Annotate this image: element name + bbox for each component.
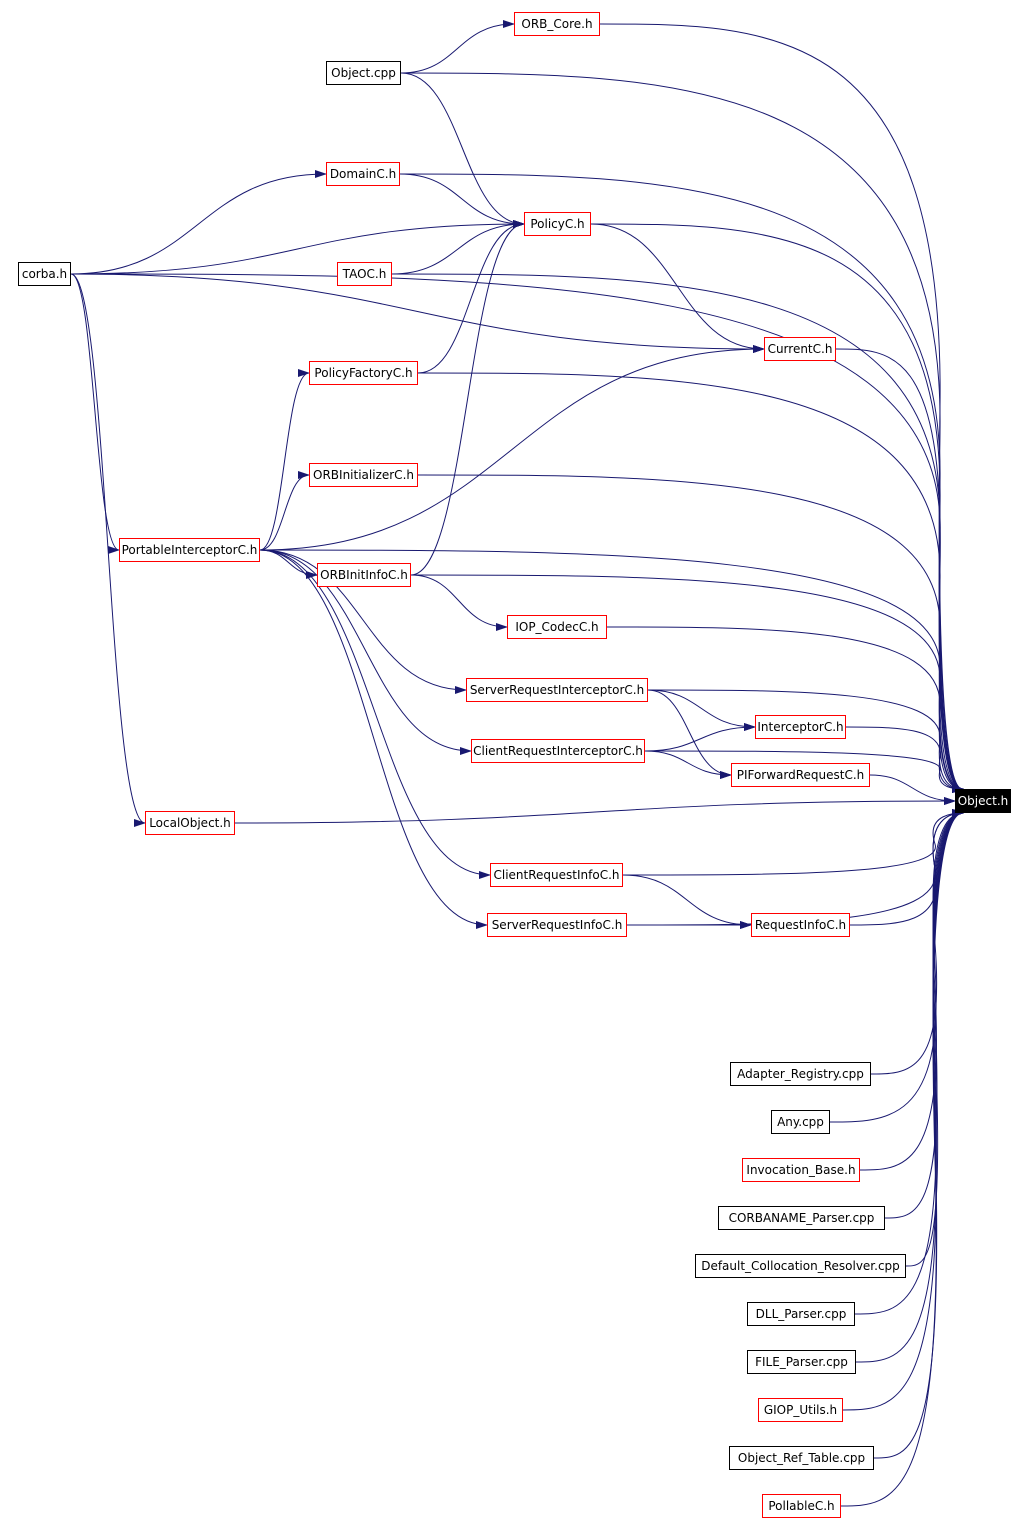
node-default-collocation-resolver-cpp[interactable]: Default_Collocation_Resolver.cpp bbox=[695, 1254, 906, 1278]
edge-object-cpp-to-orb-core-h bbox=[400, 20, 515, 74]
edge-portableinterceptorc-h-to-orbinitializerc-h bbox=[259, 471, 310, 551]
edge-portableinterceptorc-h-to-serverrequestinterceptorc-h bbox=[259, 549, 467, 694]
node-serverrequestinterceptorc-h[interactable]: ServerRequestInterceptorC.h bbox=[466, 678, 648, 702]
edge-invocation-base-h-to-object-h bbox=[859, 809, 964, 1171]
edge-object-ref-table-cpp-to-object-h bbox=[873, 809, 964, 1459]
node-iop-codecc-h[interactable]: IOP_CodecC.h bbox=[507, 615, 607, 639]
edge-orb-core-h-to-object-h bbox=[599, 23, 964, 793]
node-invocation-base-h[interactable]: Invocation_Base.h bbox=[742, 1158, 860, 1182]
edge-orbinitializerc-h-to-object-h bbox=[417, 474, 964, 793]
edge-portableinterceptorc-h-to-clientrequestinterceptorc-h bbox=[259, 549, 472, 755]
edge-corba-h-to-portableinterceptorc-h bbox=[70, 273, 120, 554]
edge-iop-codecc-h-to-object-h bbox=[606, 626, 964, 793]
edge-portableinterceptorc-h-to-currentc-h bbox=[259, 345, 765, 551]
edge-orbinitinfoc-h-to-iop-codecc-h bbox=[410, 574, 508, 631]
edge-serverrequestinfoc-h-to-object-h bbox=[626, 809, 964, 926]
node-file-parser-cpp[interactable]: FILE_Parser.cpp bbox=[747, 1350, 856, 1374]
node-object-cpp[interactable]: Object.cpp bbox=[326, 61, 401, 85]
node-localobject-h[interactable]: LocalObject.h bbox=[145, 811, 235, 835]
edge-adapter-registry-cpp-to-object-h bbox=[870, 809, 964, 1075]
edge-serverrequestinterceptorc-h-to-interceptorc-h bbox=[647, 689, 756, 731]
node-dll-parser-cpp[interactable]: DLL_Parser.cpp bbox=[747, 1302, 855, 1326]
edge-policyfactoryc-h-to-policyc-h bbox=[417, 220, 525, 374]
edge-orbinitinfoc-h-to-policyc-h bbox=[410, 220, 525, 576]
node-orbinitinfoc-h[interactable]: ORBInitInfoC.h bbox=[317, 563, 411, 587]
node-policyfactoryc-h[interactable]: PolicyFactoryC.h bbox=[309, 361, 418, 385]
edge-piforwardrequestc-h-to-object-h bbox=[869, 774, 956, 805]
node-clientrequestinfoc-h[interactable]: ClientRequestInfoC.h bbox=[490, 863, 623, 887]
edge-serverrequestinterceptorc-h-to-object-h bbox=[647, 689, 964, 793]
edge-clientrequestinfoc-h-to-requestinfoc-h bbox=[622, 874, 752, 929]
edge-taoc-h-to-policyc-h bbox=[391, 220, 525, 275]
node-object-h[interactable]: Object.h bbox=[955, 789, 1011, 813]
node-taoc-h[interactable]: TAOC.h bbox=[337, 262, 392, 286]
edge-portableinterceptorc-h-to-serverrequestinfoc-h bbox=[259, 549, 488, 929]
node-serverrequestinfoc-h[interactable]: ServerRequestInfoC.h bbox=[487, 913, 627, 937]
node-portableinterceptorc-h[interactable]: PortableInterceptorC.h bbox=[119, 538, 260, 562]
node-policyc-h[interactable]: PolicyC.h bbox=[524, 212, 591, 236]
edge-taoc-h-to-object-h bbox=[391, 273, 964, 793]
node-adapter-registry-cpp[interactable]: Adapter_Registry.cpp bbox=[730, 1062, 871, 1086]
node-any-cpp[interactable]: Any.cpp bbox=[771, 1110, 830, 1134]
edge-dll-parser-cpp-to-object-h bbox=[854, 809, 964, 1315]
edge-corba-h-to-currentc-h bbox=[70, 273, 765, 353]
edge-corba-h-to-localobject-h bbox=[70, 273, 146, 827]
node-orbinitializerc-h[interactable]: ORBInitializerC.h bbox=[309, 463, 418, 487]
node-giop-utils-h[interactable]: GIOP_Utils.h bbox=[758, 1398, 843, 1422]
node-corbaname-parser-cpp[interactable]: CORBANAME_Parser.cpp bbox=[718, 1206, 885, 1230]
node-interceptorc-h[interactable]: InterceptorC.h bbox=[755, 715, 846, 739]
node-domainc-h[interactable]: DomainC.h bbox=[326, 162, 400, 186]
edge-localobject-h-to-object-h bbox=[234, 797, 956, 824]
edge-policyfactoryc-h-to-object-h bbox=[417, 372, 964, 793]
edge-domainc-h-to-policyc-h bbox=[399, 173, 525, 228]
edge-giop-utils-h-to-object-h bbox=[842, 809, 964, 1411]
node-requestinfoc-h[interactable]: RequestInfoC.h bbox=[751, 913, 850, 937]
edge-portableinterceptorc-h-to-clientrequestinfoc-h bbox=[259, 549, 491, 879]
edge-file-parser-cpp-to-object-h bbox=[855, 809, 964, 1363]
edge-corba-h-to-policyc-h bbox=[70, 220, 525, 275]
node-piforwardrequestc-h[interactable]: PIForwardRequestC.h bbox=[731, 763, 870, 787]
edge-policyc-h-to-object-h bbox=[590, 223, 964, 793]
node-object-ref-table-cpp[interactable]: Object_Ref_Table.cpp bbox=[729, 1446, 874, 1470]
edge-any-cpp-to-object-h bbox=[829, 809, 964, 1123]
node-pollablec-h[interactable]: PollableC.h bbox=[762, 1494, 841, 1518]
node-corba-h[interactable]: corba.h bbox=[18, 262, 71, 286]
node-currentc-h[interactable]: CurrentC.h bbox=[764, 337, 836, 361]
edge-clientrequestinterceptorc-h-to-piforwardrequestc-h bbox=[644, 750, 732, 779]
edge-corba-h-to-domainc-h bbox=[70, 170, 327, 275]
edge-orbinitinfoc-h-to-object-h bbox=[410, 574, 964, 793]
edge-portableinterceptorc-h-to-policyfactoryc-h bbox=[259, 369, 310, 551]
edge-clientrequestinterceptorc-h-to-interceptorc-h bbox=[644, 723, 756, 752]
node-orb-core-h[interactable]: ORB_Core.h bbox=[514, 12, 600, 36]
edge-interceptorc-h-to-object-h bbox=[845, 726, 964, 793]
node-clientrequestinterceptorc-h[interactable]: ClientRequestInterceptorC.h bbox=[471, 739, 645, 763]
edge-portableinterceptorc-h-to-object-h bbox=[259, 549, 964, 793]
edge-clientrequestinfoc-h-to-object-h bbox=[622, 809, 964, 876]
edge-corbaname-parser-cpp-to-object-h bbox=[884, 809, 964, 1219]
edge-pollablec-h-to-object-h bbox=[840, 809, 964, 1507]
edge-object-cpp-to-policyc-h bbox=[400, 72, 525, 228]
edge-clientrequestinterceptorc-h-to-object-h bbox=[644, 750, 964, 793]
edge-serverrequestinterceptorc-h-to-piforwardrequestc-h bbox=[647, 689, 732, 779]
